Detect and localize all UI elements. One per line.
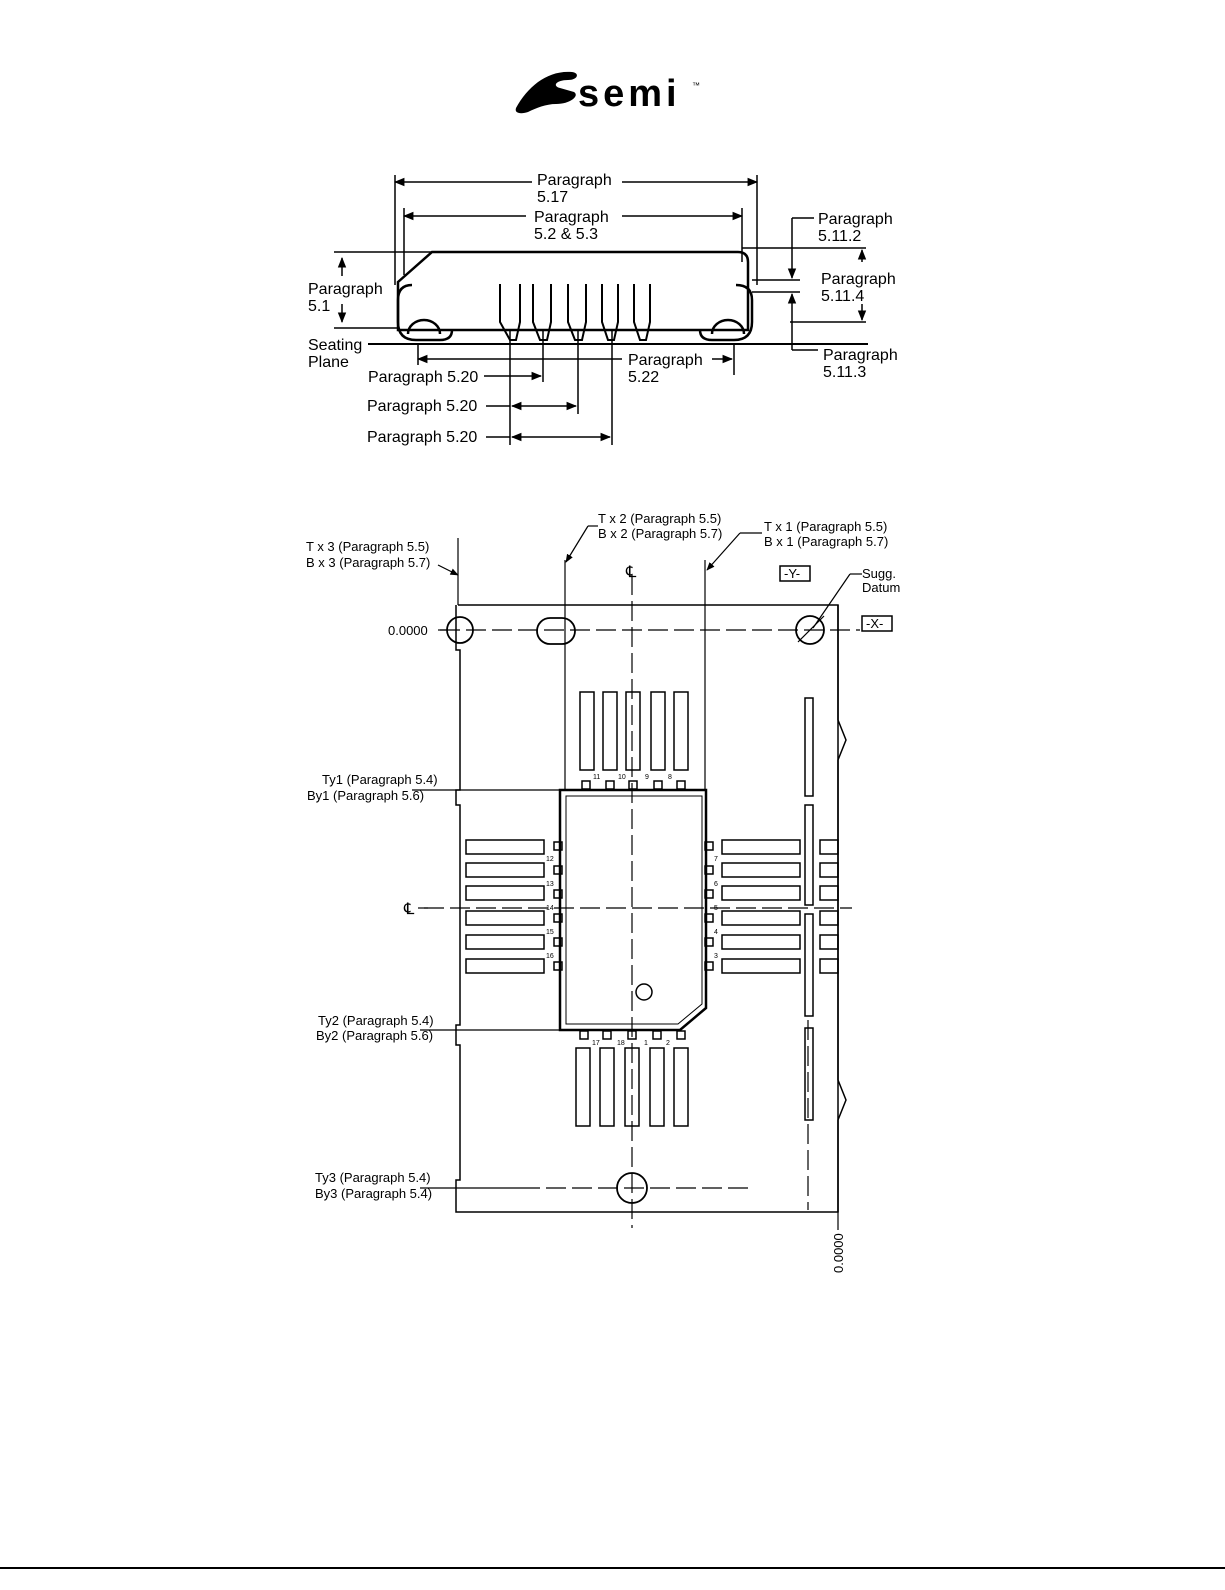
label-p522-b: 5.22 xyxy=(628,369,659,386)
plan-view-labels: T x 3 (Paragraph 5.5) B x 3 (Paragraph 5… xyxy=(306,511,900,1273)
lead-right xyxy=(698,283,754,342)
left-leads xyxy=(465,839,563,974)
logo-swoosh-icon xyxy=(515,71,577,114)
pin-number: 13 xyxy=(546,881,554,888)
plan-view xyxy=(412,525,893,1230)
label-p520-3: Paragraph 5.20 xyxy=(367,429,477,446)
label-bx2: B x 2 (Paragraph 5.7) xyxy=(598,526,722,541)
package-body xyxy=(396,250,750,332)
lead-left xyxy=(396,283,454,342)
pin-number: 8 xyxy=(668,774,672,781)
pin-number: 17 xyxy=(592,1040,600,1047)
label-p51-b: 5.1 xyxy=(308,298,330,315)
label-p5112-a: Paragraph xyxy=(818,211,893,228)
label-p520-2: Paragraph 5.20 xyxy=(367,398,477,415)
side-view-labels: Paragraph 5.17 Paragraph 5.2 & 5.3 Parag… xyxy=(308,172,898,446)
label-p517-b: 5.17 xyxy=(537,189,568,206)
pin-number: 18 xyxy=(617,1040,625,1047)
label-tx1: T x 1 (Paragraph 5.5) xyxy=(764,519,887,534)
adjacent-pocket-strips xyxy=(804,697,839,1121)
label-ty2: Ty2 (Paragraph 5.4) xyxy=(318,1013,434,1028)
label-by3: By3 (Paragraph 5.4) xyxy=(315,1186,432,1201)
label-datum: Datum xyxy=(862,580,900,595)
pin-number: 7 xyxy=(714,856,718,863)
label-p51-a: Paragraph xyxy=(308,281,383,298)
datum-x-label: -X- xyxy=(866,616,883,631)
centerline-top-icon: ℄ xyxy=(625,564,637,581)
label-sugg: Sugg. xyxy=(862,566,896,581)
pin-number: 9 xyxy=(645,774,649,781)
label-seating-a: Seating xyxy=(308,337,362,354)
label-by1: By1 (Paragraph 5.6) xyxy=(307,788,424,803)
label-p5114-b: 5.11.4 xyxy=(821,288,864,305)
label-seating-b: Plane xyxy=(308,354,349,371)
page-bottom-rule xyxy=(0,1567,1225,1569)
label-p5114-a: Paragraph xyxy=(821,271,896,288)
pin-number: 14 xyxy=(546,905,554,912)
top-leads xyxy=(579,691,689,790)
semi-logo: semi ™ xyxy=(515,71,700,115)
pin-number: 15 xyxy=(546,929,554,936)
label-p523-a: Paragraph xyxy=(534,209,609,226)
label-bx3: B x 3 (Paragraph 5.7) xyxy=(306,555,430,570)
label-p522-a: Paragraph xyxy=(628,352,703,369)
label-tx2: T x 2 (Paragraph 5.5) xyxy=(598,511,721,526)
pin-number: 10 xyxy=(618,774,626,781)
logo-trademark: ™ xyxy=(692,81,700,90)
carrier-tape-outline xyxy=(455,604,839,1213)
pin-number: 16 xyxy=(546,953,554,960)
label-by2: By2 (Paragraph 5.6) xyxy=(316,1028,433,1043)
label-p520-1: Paragraph 5.20 xyxy=(368,369,478,386)
label-p5113-b: 5.11.3 xyxy=(823,364,866,381)
label-tx3: T x 3 (Paragraph 5.5) xyxy=(306,539,429,554)
pin-number: 6 xyxy=(714,881,718,888)
datum-y-label: -Y- xyxy=(784,566,800,581)
pin-number: 11 xyxy=(593,774,600,781)
pin-number: 12 xyxy=(546,856,554,863)
pin-number: 1 xyxy=(644,1040,648,1047)
centerline-left-icon: ℄ xyxy=(403,901,415,918)
side-view xyxy=(334,175,868,445)
pin-number: 4 xyxy=(714,929,718,936)
label-p523-b: 5.2 & 5.3 xyxy=(534,226,598,243)
pin-number: 2 xyxy=(666,1040,670,1047)
label-ty1: Ty1 (Paragraph 5.4) xyxy=(322,772,438,787)
label-p5113-a: Paragraph xyxy=(823,347,898,364)
label-p517-a: Paragraph xyxy=(537,172,612,189)
right-leads xyxy=(704,839,801,974)
label-zero-x: 0.0000 xyxy=(388,623,428,638)
pin-number: 5 xyxy=(714,905,718,912)
pin-number: 3 xyxy=(714,953,718,960)
label-zero-y: 0.0000 xyxy=(831,1233,846,1273)
label-p5112-b: 5.11.2 xyxy=(818,228,861,245)
bottom-leads xyxy=(575,1030,689,1127)
side-pins xyxy=(499,284,651,341)
label-bx1: B x 1 (Paragraph 5.7) xyxy=(764,534,888,549)
pocket-outline xyxy=(558,788,708,1032)
logo-text: semi xyxy=(578,73,681,115)
label-ty3: Ty3 (Paragraph 5.4) xyxy=(315,1170,431,1185)
